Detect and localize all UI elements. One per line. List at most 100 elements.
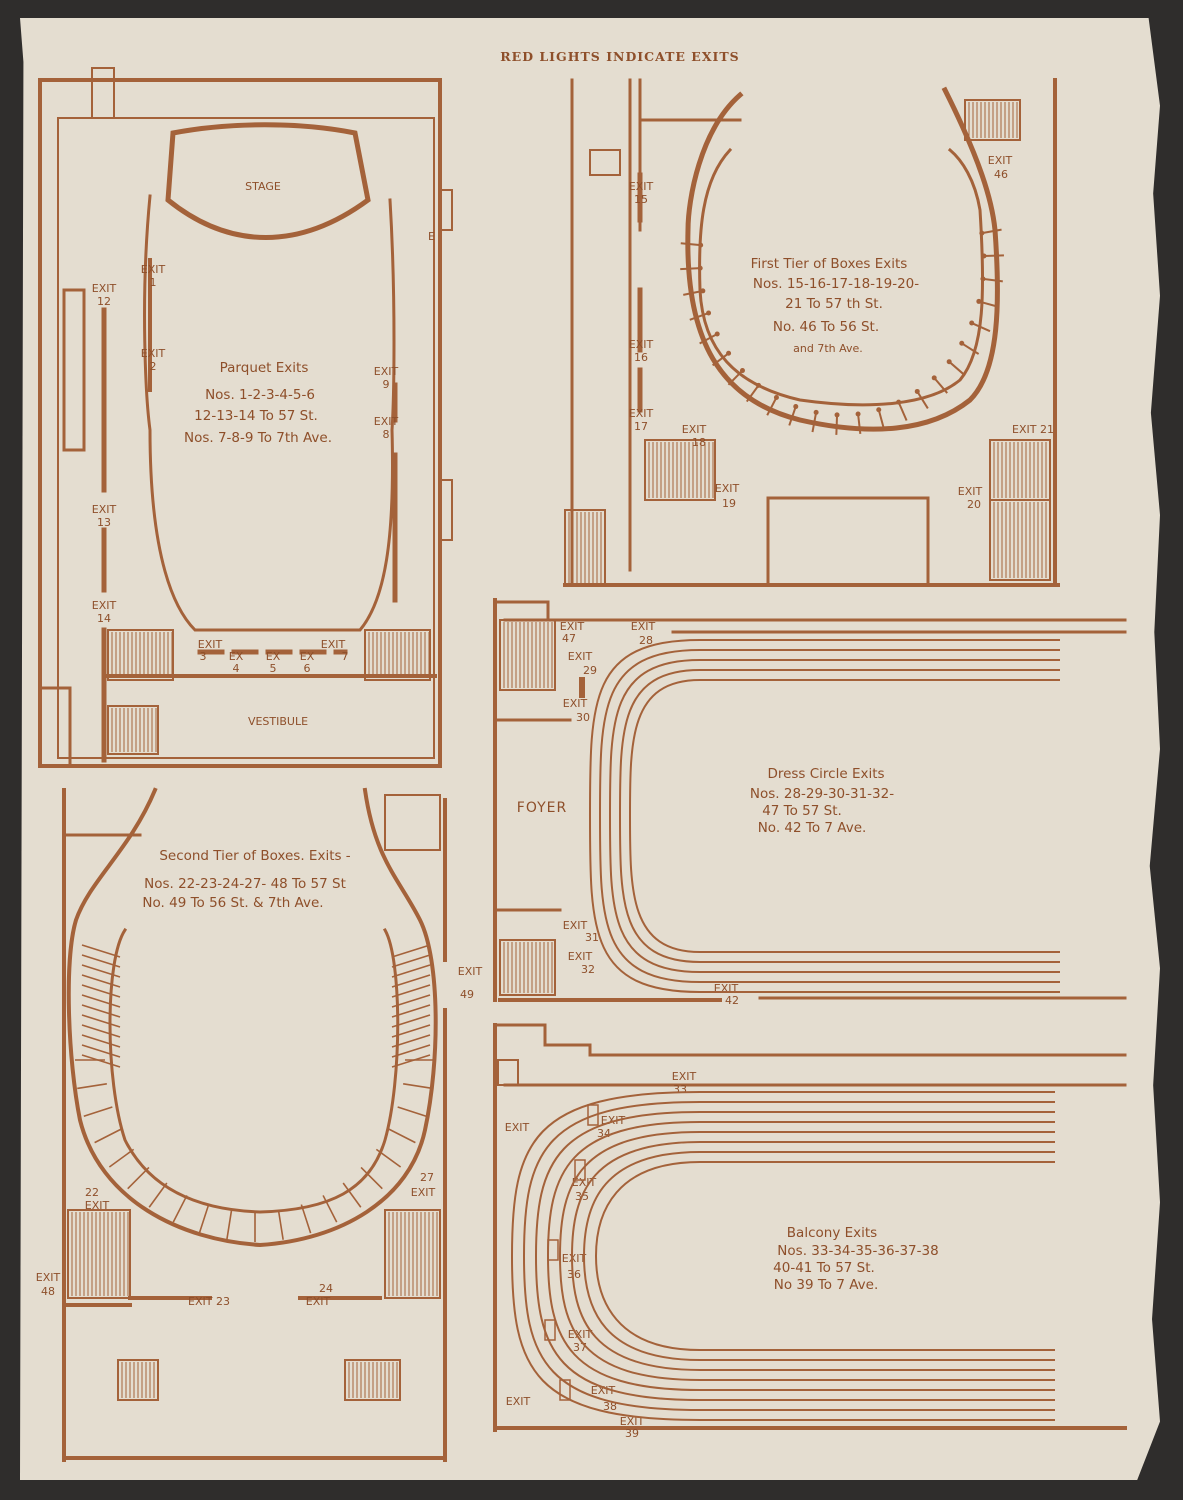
- balcony-box: [559, 1379, 571, 1401]
- box-door: [706, 310, 712, 316]
- exit-46-number: 46: [994, 168, 1008, 181]
- exit-9-label: EXIT: [374, 365, 399, 378]
- exit-20-number: 20: [967, 498, 981, 511]
- dress-circle-tier-line: [609, 659, 1060, 973]
- dress-circle-line-2: 47 To 57 St.: [762, 803, 842, 819]
- exit-19-label: EXIT: [715, 482, 740, 495]
- exit-9-number: 9: [383, 378, 390, 391]
- parquet-line-1: Nos. 1-2-3-4-5-6: [205, 387, 315, 403]
- box-partition: [391, 1004, 431, 1018]
- box-partition: [127, 1166, 150, 1190]
- box-door: [979, 230, 985, 236]
- box-partition: [391, 994, 431, 1008]
- first-tier-line-4: and 7th Ave.: [793, 342, 863, 355]
- stage-label: STAGE: [245, 180, 281, 193]
- balcony-tier-line: [510, 1091, 1055, 1421]
- balcony-tier-line: [522, 1101, 1055, 1411]
- box-partition: [391, 1024, 431, 1038]
- exit-22-label: EXIT: [85, 1199, 110, 1212]
- box-partition: [857, 413, 862, 434]
- box-partition: [77, 1082, 107, 1090]
- exit-18-number: 18: [692, 436, 706, 449]
- exit-18-label: EXIT: [682, 423, 707, 436]
- balcony-tier-line: [570, 1141, 1055, 1371]
- exit-48-number: 48: [41, 1285, 55, 1298]
- box-partition: [94, 1128, 122, 1144]
- exit-29-number: 29: [583, 664, 597, 677]
- balcony-exit-labels: EXIT 33 EXIT 34 EXIT 35 EXIT 36 EXIT 37 …: [505, 1070, 697, 1440]
- box-partition: [391, 1054, 431, 1068]
- box-door: [969, 320, 975, 326]
- exit-2-label: EXIT: [141, 347, 166, 360]
- box-partition: [322, 1195, 338, 1223]
- exit-15-number: 15: [634, 193, 648, 206]
- first-tier-line-3: No. 46 To 56 St.: [773, 319, 879, 335]
- box-partition: [391, 1014, 431, 1028]
- second-tier-plan: Second Tier of Boxes. Exits - Nos. 22-23…: [36, 787, 483, 1462]
- box-partition: [81, 1004, 121, 1018]
- exit-14-label: EXIT: [92, 599, 117, 612]
- dress-circle-tier-line: [599, 649, 1060, 983]
- exit-7-number: 7: [342, 650, 349, 663]
- box-partition: [981, 228, 1002, 235]
- exit-16-label: EXIT: [629, 338, 654, 351]
- second-tier-line-1: Nos. 22-23-24-27- 48 To 57 St: [144, 876, 346, 892]
- exit-3-number: 3: [200, 650, 207, 663]
- dress-circle-tier-line: [629, 679, 1060, 953]
- exit-36-number: 36: [567, 1268, 581, 1281]
- vestibule-label: VESTIBULE: [248, 715, 308, 728]
- exit-5-number: 5: [270, 662, 277, 675]
- exit-39-label: EXIT: [620, 1415, 645, 1428]
- box-door: [834, 412, 840, 418]
- exit-27-label: EXIT: [411, 1186, 436, 1199]
- exit-7-label: EXIT: [321, 638, 346, 651]
- box-partition: [81, 994, 121, 1008]
- box-door: [914, 388, 920, 394]
- first-tier-plan: First Tier of Boxes Exits Nos. 15-16-17-…: [563, 78, 1060, 587]
- foyer-label: FOYER: [517, 800, 567, 816]
- box-partition: [172, 1195, 188, 1223]
- exit-46-label: EXIT: [988, 154, 1013, 167]
- box-door: [813, 409, 819, 415]
- box-partition: [81, 984, 121, 998]
- box-door: [931, 375, 937, 381]
- exit-42-number: 42: [725, 994, 739, 1007]
- box-partition: [83, 1106, 113, 1118]
- box-partition: [961, 342, 980, 355]
- balcony-line-3: No 39 To 7 Ave.: [774, 1277, 879, 1293]
- exit-19-number: 19: [722, 497, 736, 510]
- box-partition: [680, 242, 701, 247]
- box-partition: [300, 1204, 312, 1234]
- box-door: [726, 350, 732, 356]
- box-partition: [403, 1082, 433, 1090]
- balcony-line-1: Nos. 33-34-35-36-37-38: [777, 1243, 938, 1259]
- exit-12-number: 12: [97, 295, 111, 308]
- box-door: [976, 298, 982, 304]
- box-door: [793, 404, 799, 410]
- box-partition: [81, 954, 121, 968]
- box-partition: [342, 1182, 362, 1208]
- parquet-marker: E: [428, 230, 435, 243]
- box-partition: [397, 1106, 427, 1118]
- box-door: [773, 394, 779, 400]
- exit-36-label: EXIT: [562, 1252, 587, 1265]
- exit-39-number: 39: [625, 1427, 639, 1440]
- box-partition: [982, 277, 1003, 283]
- exit-40-label: EXIT: [505, 1121, 530, 1134]
- exit-29-label: EXIT: [568, 650, 593, 663]
- box-partition: [391, 964, 431, 978]
- dress-circle-tier-line: [589, 639, 1060, 993]
- parquet-plan: STAGE VESTIBULE E Parquet Exits Nos. 1-2…: [38, 67, 453, 768]
- box-partition: [933, 377, 948, 394]
- exit-47-label: EXIT: [560, 620, 585, 633]
- exit-49-label: EXIT: [458, 965, 483, 978]
- box-partition: [375, 1148, 402, 1168]
- box-partition: [81, 964, 121, 978]
- box-partition: [388, 1128, 416, 1144]
- exit-20-label: EXIT: [958, 485, 983, 498]
- exit-23-label: EXIT 23: [188, 1295, 230, 1308]
- dress-circle-tier-line: [619, 669, 1060, 963]
- exit-1-number: 1: [150, 276, 157, 289]
- exit-17-number: 17: [634, 420, 648, 433]
